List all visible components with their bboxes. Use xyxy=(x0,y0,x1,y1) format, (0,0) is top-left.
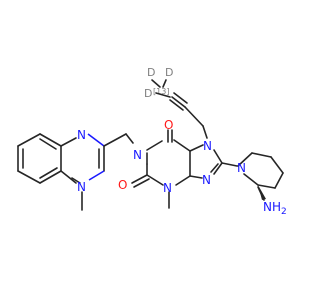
atom-n-piperidine: N xyxy=(237,161,246,175)
piperidine-ring xyxy=(237,152,284,189)
molecule-structure-canvas: N N N N N N N O O NH2 D D D [13] xyxy=(17,66,287,217)
stereo-wedge xyxy=(258,185,266,200)
isotope-label: [13] xyxy=(153,87,169,96)
amine-bond xyxy=(257,186,265,201)
atom-d-2: D xyxy=(165,66,173,79)
cd3-bond-b xyxy=(162,79,167,88)
ch2-bond-a xyxy=(103,133,127,147)
atom-o-carbonyl-top: O xyxy=(164,118,173,132)
pyrimidine-ring xyxy=(60,133,105,184)
atom-n7-imidazole: N xyxy=(203,139,212,153)
ch2-bond-b xyxy=(125,133,134,144)
imidazole-ring xyxy=(189,144,223,179)
atom-n1-xanthine: N xyxy=(133,148,142,162)
molecule-structure: N N N N N N N O O NH2 D D D [13] xyxy=(17,66,287,217)
cd3-to-alkyne-bond xyxy=(155,92,171,98)
carbonyl-left-a xyxy=(131,174,148,184)
atom-d-1: D xyxy=(147,66,155,79)
carbonyl-left-b xyxy=(133,178,150,188)
atom-n3-xanthine: N xyxy=(163,181,172,195)
atom-n9-imidazole: N xyxy=(202,173,211,187)
atom-o-carbonyl-left: O xyxy=(118,178,127,192)
atom-amine: NH2 xyxy=(263,200,287,217)
cd3-bond-a xyxy=(151,79,161,88)
atom-d-3: D xyxy=(144,87,152,100)
butynyl-chain xyxy=(169,92,208,139)
piperidine-link-bond xyxy=(221,162,238,167)
benzo-ring xyxy=(17,133,62,184)
xanthine-ring xyxy=(146,139,191,186)
atom-n-quinazoline-1: N xyxy=(77,128,86,142)
atom-n-quinazoline-3: N xyxy=(77,180,86,194)
